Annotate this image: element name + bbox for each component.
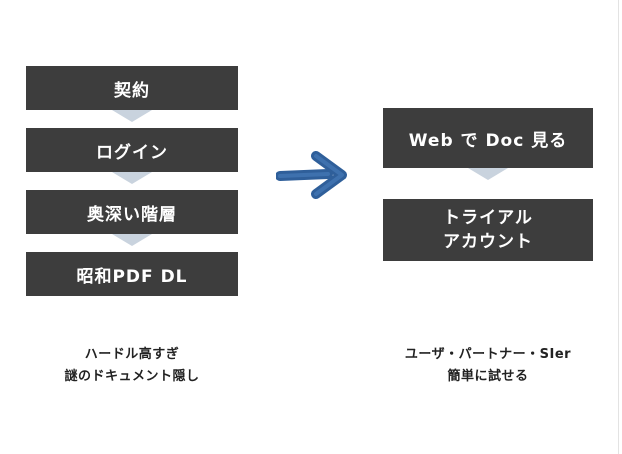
step-connector (112, 234, 152, 246)
step-web-doc-label: Web で Doc 見る (408, 130, 568, 151)
step-connector (112, 172, 152, 184)
step-deep-hierarchy-label: 奥深い階層 (87, 204, 177, 225)
left-caption: ハードル高すぎ 謎のドキュメント隠し (26, 344, 238, 388)
step-login-label: ログイン (96, 142, 168, 163)
right-arrow-icon (275, 150, 348, 200)
step-contract-box: 契約 (26, 66, 238, 110)
right-caption: ユーザ・パートナー・SIer 簡単に試せる (373, 344, 603, 388)
left-caption-line1: ハードル高すぎ (84, 347, 180, 362)
step-trial-account-line1: トライアル (443, 208, 533, 228)
step-trial-account-line2: アカウント (443, 232, 533, 252)
step-pdf-download-label: 昭和PDF DL (76, 266, 188, 287)
page-edge-divider (618, 0, 619, 454)
step-deep-hierarchy-box: 奥深い階層 (26, 190, 238, 234)
step-pdf-download-box: 昭和PDF DL (26, 252, 238, 296)
step-connector (112, 110, 152, 122)
step-contract-label: 契約 (114, 80, 150, 101)
right-caption-line2: 簡単に試せる (447, 369, 529, 384)
step-login-box: ログイン (26, 128, 238, 172)
step-web-doc-box: Web で Doc 見る (383, 108, 593, 168)
step-trial-account-box: トライアル アカウント (383, 199, 593, 261)
step-connector (468, 168, 508, 180)
right-caption-line1: ユーザ・パートナー・SIer (404, 347, 572, 362)
left-caption-line2: 謎のドキュメント隠し (64, 369, 200, 384)
